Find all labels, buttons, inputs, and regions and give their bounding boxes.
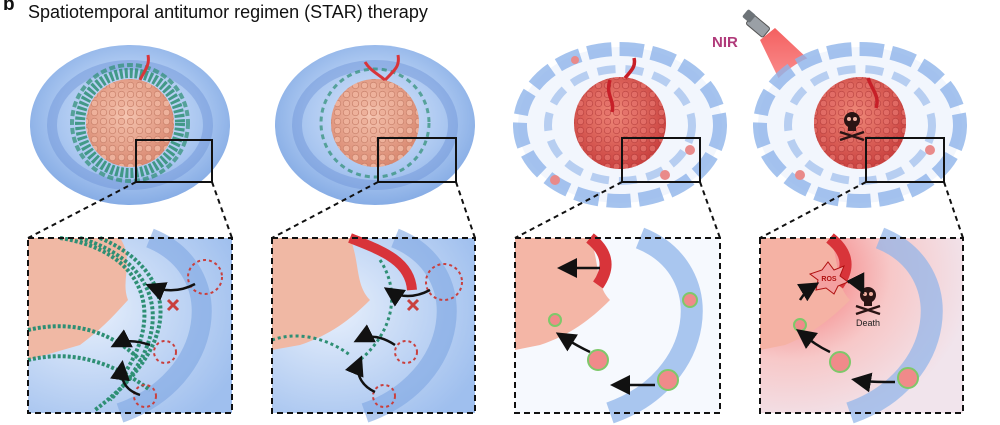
- zoom-panel-2: [271, 228, 475, 423]
- nir-label: NIR: [712, 34, 738, 51]
- ros-label: ROS: [821, 276, 837, 283]
- figure-title: Spatiotemporal antitumor regimen (STAR) …: [28, 2, 428, 22]
- ros-burst: ROS: [808, 261, 850, 295]
- zoom-box-1: [135, 139, 213, 183]
- zoom-panel-3: [515, 227, 720, 424]
- zoom-box-3: [621, 137, 701, 183]
- scene-2-tumor: [275, 45, 475, 205]
- skull-icon: [839, 112, 865, 142]
- zoom-box-2: [377, 137, 457, 183]
- scene-3-tumor: [513, 42, 727, 208]
- zoom-panel-4: ROS Death: [760, 227, 963, 424]
- zoom-box-4: [865, 137, 945, 183]
- panel-label: b: [3, 0, 15, 15]
- zoom-connectors: [27, 181, 964, 239]
- scene-4-tumor: [753, 42, 967, 208]
- zoom-panel-1: [27, 228, 232, 423]
- laser-device-icon: [742, 9, 770, 38]
- death-label: Death: [856, 318, 880, 328]
- scene-1-tumor: [30, 45, 230, 205]
